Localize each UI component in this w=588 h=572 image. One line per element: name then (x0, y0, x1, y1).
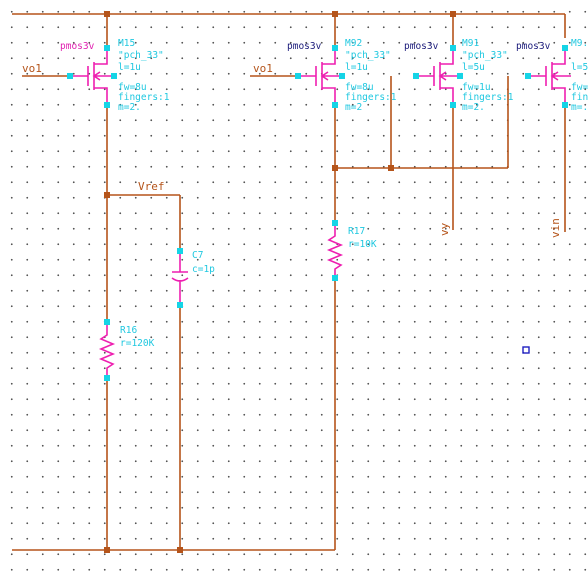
net-label-vo1-mid[interactable]: vo1 (253, 62, 273, 75)
m91-model: "pch_33" (462, 50, 508, 61)
resistor-r16[interactable]: R16 r=120K (98, 319, 155, 381)
m15-length: l=1u (118, 62, 141, 73)
junctions (104, 11, 456, 553)
junction (388, 165, 394, 171)
m9x-m: m=. (571, 102, 588, 113)
m91-fw: fw=1u (462, 82, 491, 93)
capacitor-c7[interactable]: C7 c=1p (171, 248, 215, 308)
transistor-m92[interactable]: pmos3v M92 "pch_33" l=1u fw=8u fingers:1… (287, 38, 397, 113)
m92-fingers: fingers:1 (345, 92, 397, 103)
net-label-vin[interactable]: vin (549, 218, 562, 238)
net-labels: vo1 vo1 Vref vy vin (22, 62, 562, 238)
m92-name: M92 (345, 38, 362, 49)
junction (450, 11, 456, 17)
m9x-fw: fw= (571, 82, 588, 93)
c7-name: C7 (192, 250, 203, 261)
r17-value: r=10K (348, 239, 377, 250)
m91-type: pmos3v (404, 41, 439, 52)
m15-type: pmos3v (60, 41, 95, 52)
m15-fw: fw=8u (118, 82, 147, 93)
m91-length: l=5u (462, 62, 485, 73)
junction (104, 547, 110, 553)
m91-fingers: fingers:1 (462, 92, 514, 103)
selection-marker[interactable] (522, 346, 530, 354)
resistor-r17[interactable]: R17 r=10K (326, 220, 377, 281)
m92-fw: fw=8u (345, 82, 374, 93)
m92-model: "pch_33" (345, 50, 391, 61)
transistor-m15[interactable]: pmos3v M15 "pch_33" l=1u fw=8u fingers:1… (60, 38, 170, 113)
transistor-m91[interactable]: pmos3v M91 "pch_33" l=5u fw=1u fingers:1… (404, 38, 514, 113)
m15-m: m=2. (118, 102, 141, 113)
junction (332, 11, 338, 17)
m91-name: M91 (462, 38, 479, 49)
m92-length: l=1u (345, 62, 368, 73)
c7-value: c=1p (192, 264, 215, 275)
junction (332, 165, 338, 171)
m9x-fingers: fing (571, 92, 588, 103)
m9x-type: pmos3v (516, 41, 551, 52)
m15-name: M15 (118, 38, 135, 49)
m91-m: m=2. (462, 102, 485, 113)
junction (104, 192, 110, 198)
junction (177, 547, 183, 553)
transistor-m9x[interactable]: pmos3v M9. l=5 fw= fing m=. (516, 38, 588, 113)
m15-model: "pch_33" (118, 50, 164, 61)
m15-fingers: fingers:1 (118, 92, 170, 103)
wires (12, 13, 566, 551)
junction (104, 11, 110, 17)
r16-value: r=120K (120, 338, 155, 349)
m9x-name: M9. (571, 38, 588, 49)
m92-m: m=2 (345, 102, 362, 113)
net-label-vy[interactable]: vy (438, 222, 451, 236)
m9x-length: l=5 (571, 62, 588, 73)
r16-name: R16 (120, 325, 137, 336)
net-label-vref[interactable]: Vref (138, 180, 165, 193)
m92-type: pmos3v (287, 41, 322, 52)
net-label-vo1-left[interactable]: vo1 (22, 62, 42, 75)
r17-name: R17 (348, 226, 365, 237)
